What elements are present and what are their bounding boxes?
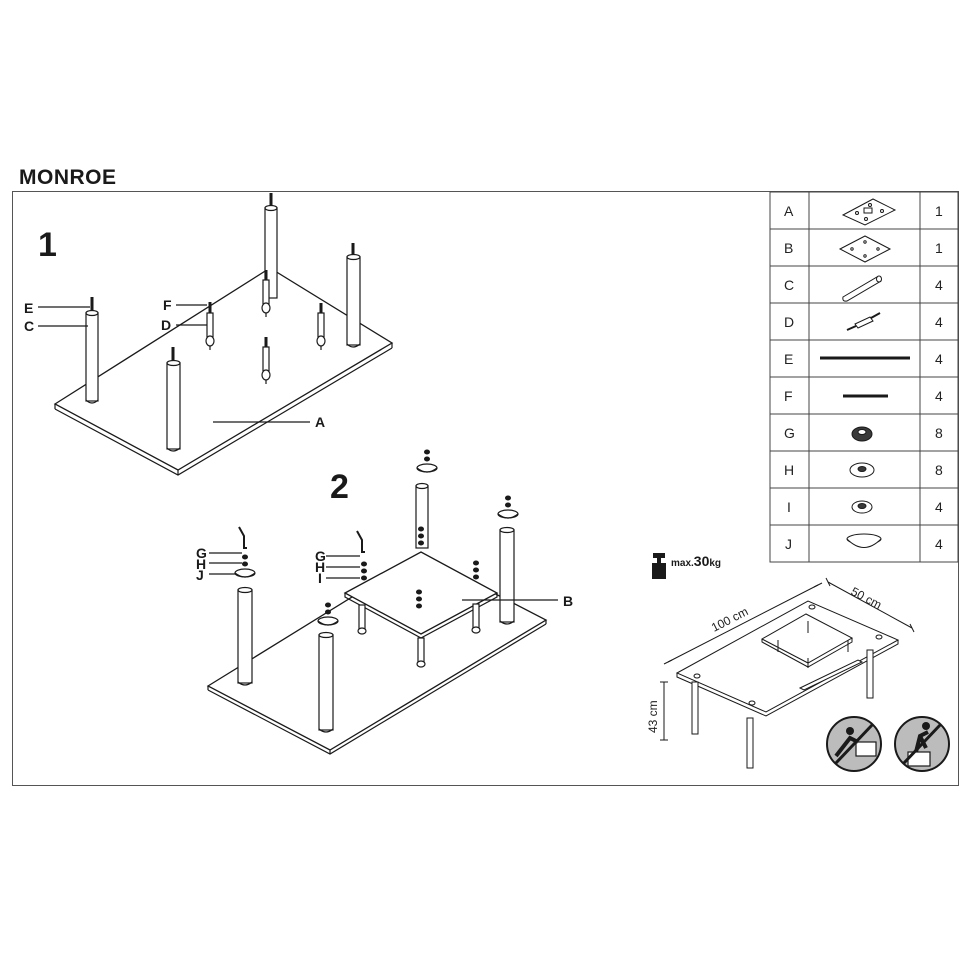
tabletop-a	[53, 267, 394, 471]
no-standing-icon	[894, 716, 950, 772]
part-qty: 4	[935, 351, 943, 367]
label-g-mid: G	[315, 548, 326, 564]
tabletop-plate-with-holes-icon	[841, 198, 897, 226]
suction-cup-icon	[846, 533, 882, 548]
part-letter: E	[784, 351, 793, 367]
part-qty: 4	[935, 277, 943, 293]
label-g-left: G	[196, 545, 207, 561]
part-letter: G	[784, 425, 795, 441]
part-qty: 8	[935, 462, 943, 478]
part-qty: 4	[935, 388, 943, 404]
part-letter: C	[784, 277, 794, 293]
part-letter: B	[784, 240, 793, 256]
label-a: A	[315, 414, 325, 430]
max-load-label: max.30kg	[671, 553, 721, 569]
part-qty: 1	[935, 203, 943, 219]
part-letter: F	[784, 388, 793, 404]
glass-shelf-icon	[838, 235, 892, 263]
label-b: B	[563, 593, 573, 609]
dimension-drawing	[660, 577, 915, 769]
weight-icon	[652, 553, 666, 579]
label-e: E	[24, 300, 33, 316]
part-letter: H	[784, 462, 794, 478]
nut-icon	[851, 426, 873, 442]
part-qty: 4	[935, 536, 943, 552]
label-f: F	[163, 297, 172, 313]
step2-assembly	[206, 449, 558, 755]
part-letter: I	[787, 499, 791, 515]
connector-bolt-icon	[846, 312, 881, 331]
leg-tube-icon	[842, 275, 882, 302]
height-dimension: 43 cm	[646, 700, 660, 733]
leg-c-1	[85, 297, 99, 404]
part-qty: 1	[935, 240, 943, 256]
label-d: D	[161, 317, 171, 333]
label-c: C	[24, 318, 34, 334]
parts-table-text: A 1 B 1 C 4 D 4 E 4 F 4 G 8 H 8 I 4 J 4	[784, 203, 943, 552]
width-dimension: 50 cm	[849, 584, 884, 612]
product-title: MONROE	[19, 166, 117, 189]
step1-assembly	[38, 193, 394, 476]
part-letter: J	[785, 536, 792, 552]
part-letter: A	[784, 203, 794, 219]
part-qty: 8	[935, 425, 943, 441]
bolt-d-1	[205, 302, 215, 350]
leg-c-3	[264, 193, 278, 299]
label-h-mid: H	[315, 559, 325, 575]
label-h-left: H	[196, 556, 206, 572]
part-qty: 4	[935, 314, 943, 330]
bolt-d-4	[261, 337, 271, 384]
bolt-d-2	[261, 270, 271, 317]
part-qty: 4	[935, 499, 943, 515]
small-washer-icon	[851, 500, 873, 514]
bolt-d-3	[316, 303, 326, 350]
leg-c-4	[346, 243, 361, 348]
part-letter: D	[784, 314, 794, 330]
step-2-number: 2	[330, 468, 349, 506]
leg-c-2	[166, 347, 181, 452]
no-sitting-icon	[826, 716, 882, 772]
washer-icon	[849, 462, 875, 478]
step-1-number: 1	[38, 226, 57, 264]
label-j-left: J	[196, 567, 204, 583]
label-i-mid: I	[318, 570, 322, 586]
